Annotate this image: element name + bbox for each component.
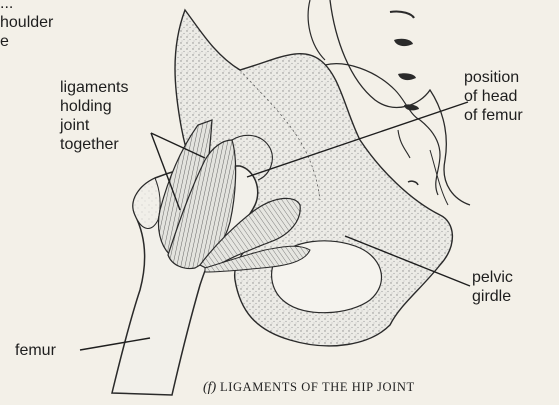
position-line-2: of head bbox=[464, 87, 523, 106]
ligaments-label: ligaments holding joint together bbox=[60, 78, 128, 154]
position-line-3: of femur bbox=[464, 106, 523, 125]
ligaments-line-2: holding bbox=[60, 97, 128, 116]
ligaments-line-4: together bbox=[60, 135, 128, 154]
pelvic-line-2: girdle bbox=[472, 287, 513, 306]
femur-label-text: femur bbox=[15, 341, 56, 360]
caption-part-letter: (f) bbox=[203, 380, 216, 395]
position-head-label: position of head of femur bbox=[464, 68, 523, 125]
figure-caption: (f) LIGAMENTS OF THE HIP JOINT bbox=[203, 380, 415, 396]
fragment-line-3: e bbox=[0, 32, 53, 51]
caption-text: LIGAMENTS OF THE HIP JOINT bbox=[220, 380, 415, 394]
ligaments-line-1: ligaments bbox=[60, 78, 128, 97]
top-left-label-fragment: ... houlder e bbox=[0, 0, 53, 51]
fragment-line-1: ... bbox=[0, 0, 53, 13]
femur-label: femur bbox=[15, 341, 56, 360]
pelvic-girdle-label: pelvic girdle bbox=[472, 268, 513, 306]
fragment-line-2: houlder bbox=[0, 13, 53, 32]
position-line-1: position bbox=[464, 68, 523, 87]
pelvic-line-1: pelvic bbox=[472, 268, 513, 287]
ligaments-line-3: joint bbox=[60, 116, 128, 135]
